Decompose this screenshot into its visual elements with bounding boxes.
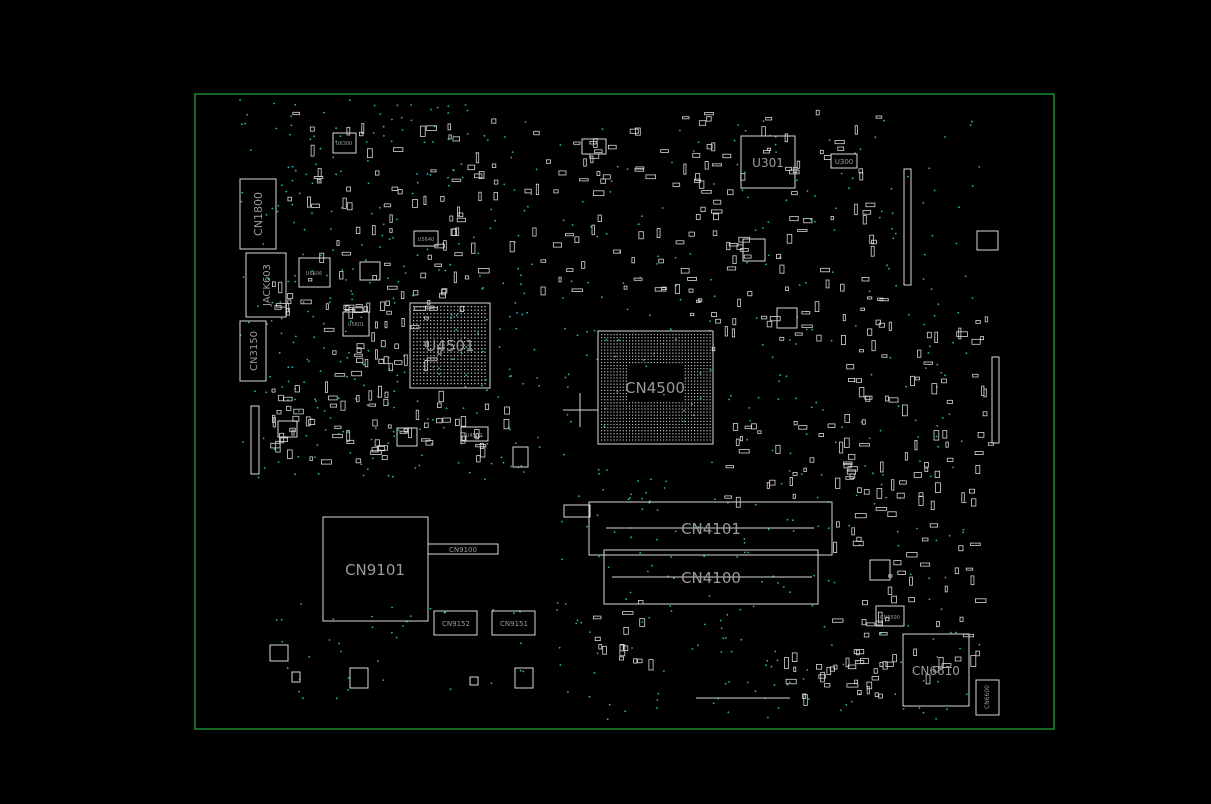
chip-u301[interactable] [740,135,796,189]
label-cn6590: CN6590 [880,615,900,621]
label-u6300: U6300 [336,141,352,147]
connector-left-strip [250,405,260,475]
label-cn6610: CN6610 [912,664,960,678]
chip-u4501[interactable] [409,302,491,389]
label-cn9152: CN9152 [442,620,470,628]
chip-below-u4501 [512,446,529,468]
connector-cn9100[interactable] [427,543,499,555]
pad-bottom-1 [269,644,289,662]
chip-top-mid [581,138,607,155]
small-parts-layer [270,109,995,706]
connector-cn9151[interactable] [491,610,536,636]
label-u300: U300 [835,158,853,166]
chip-lower-left [396,427,418,447]
chip-u6606[interactable] [298,257,331,288]
chip-u5640[interactable] [413,230,439,247]
u4501-ball-grid [413,306,486,385]
connector-right-strip-1 [903,168,912,286]
chip-u4502[interactable] [460,426,489,442]
slot-cn4100[interactable] [603,549,819,605]
label-cn4101: CN4101 [681,520,741,538]
label-u5640: U5640 [418,237,434,243]
label-cn9100: CN9100 [449,546,477,554]
connector-cn3150[interactable] [239,320,267,382]
label-u5601: U5601 [348,322,364,328]
chip-lower-right [869,559,891,581]
label-u4502: U4502 [466,433,482,439]
connector-cn9152[interactable] [433,610,478,636]
pad-bottom-5 [291,671,301,683]
pad-bottom-3 [514,667,534,689]
label-cn3150: CN3150 [249,331,260,371]
connector-cn6600[interactable] [975,679,1000,716]
pad-bottom-4 [469,676,479,686]
slot-cn4101[interactable] [588,501,833,556]
pad-bottom-2 [349,667,369,689]
socket-cn4500[interactable] [597,330,714,445]
chip-right-small [976,230,999,251]
label-cn1800: CN1800 [252,192,265,236]
cn4500-pin-grid [601,334,711,441]
connector-cn1800[interactable] [239,178,277,250]
jack-jack603[interactable] [245,252,287,318]
via-layer [239,99,981,721]
chip-u6300[interactable] [332,132,357,154]
label-u301: U301 [752,156,784,170]
chip-left-mid [359,261,381,281]
connector-cn6610[interactable] [902,633,970,707]
chip-mid-right-2 [776,307,798,329]
chip-u300[interactable] [830,153,858,169]
board-outline [194,93,1055,730]
label-cn6600: CN6600 [984,685,991,709]
chip-mid-right-1 [742,238,766,262]
label-cn9151: CN9151 [500,620,528,628]
label-jack603: JACK603 [262,264,273,307]
chip-left-small [277,420,298,438]
label-u4501: U4501 [425,337,474,355]
slot-cn4101-latch [563,504,591,518]
label-u6606: U6606 [306,271,322,277]
connector-cn9101[interactable] [322,516,429,622]
label-cn9101: CN9101 [345,561,405,579]
label-cn4100: CN4100 [681,569,741,587]
connector-right-strip-2 [991,356,1000,444]
connector-cn6590[interactable] [875,605,905,627]
label-cn4500: CN4500 [625,379,685,397]
chip-u5601[interactable] [342,311,370,337]
